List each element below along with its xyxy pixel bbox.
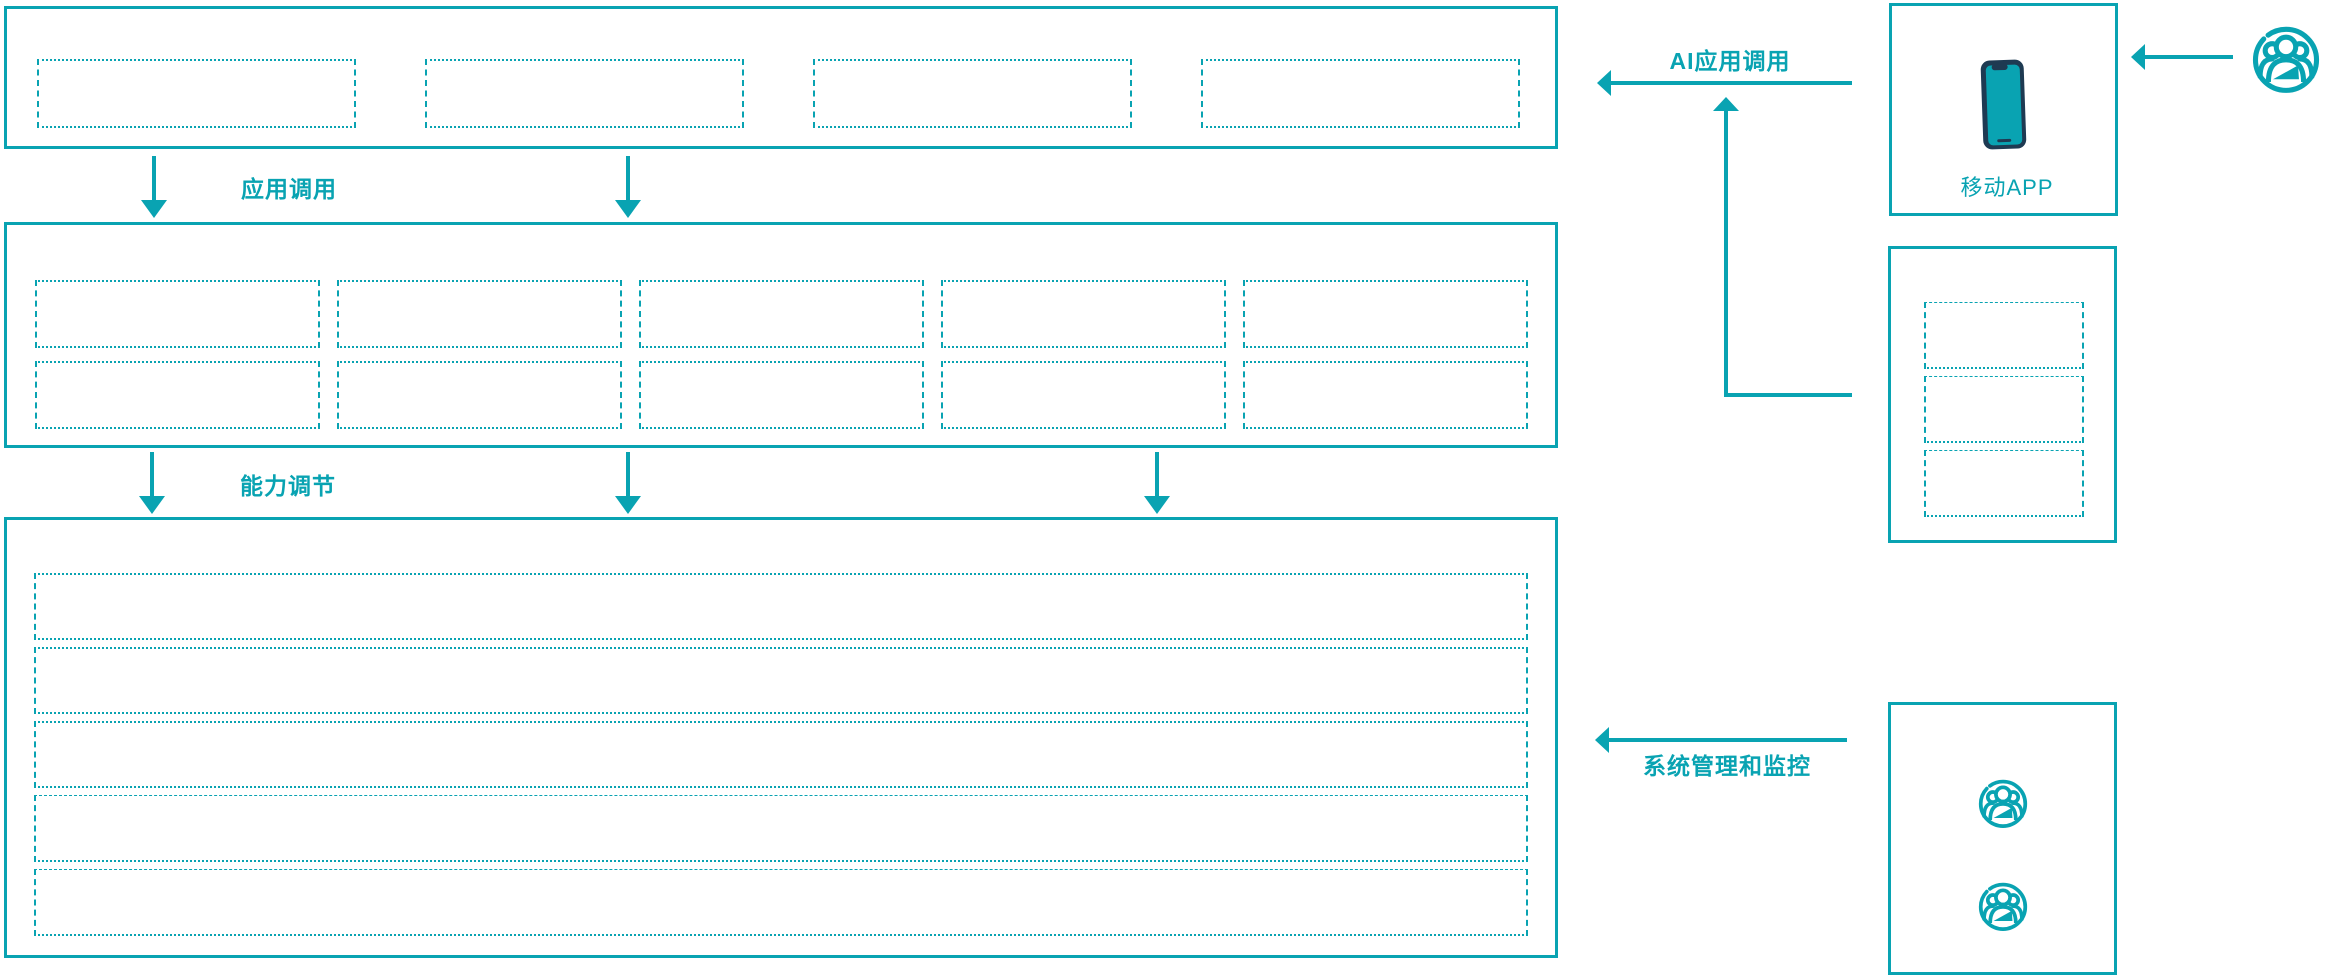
mobile-app-box: 移动APP [1889,3,2118,216]
placeholder-row [34,573,1528,640]
resource-layer-box [4,517,1558,958]
user-group-icon [1976,877,2030,939]
application-layer-box [4,6,1558,149]
smartphone-icon [1892,58,2115,157]
client-panel-cells [1924,302,2084,517]
placeholder-cell [1924,302,2084,369]
admin-panel-icons [1891,774,2114,939]
capability-layer-grid [35,280,1528,429]
placeholder-cell [337,361,622,429]
capability-row-2 [35,361,1528,429]
capability-row-1 [35,280,1528,348]
placeholder-cell [1243,280,1528,348]
placeholder-cell [1243,361,1528,429]
placeholder-cell [639,361,924,429]
placeholder-row [34,721,1528,788]
client-panel-box [1888,246,2117,543]
resource-layer-rows [34,573,1528,936]
admin-panel-box [1888,702,2117,975]
placeholder-cell [941,280,1226,348]
label-system-management: 系统管理和监控 [1643,753,1811,779]
placeholder-cell [337,280,622,348]
placeholder-cell [35,361,320,429]
placeholder-row [34,647,1528,714]
placeholder-cell [1924,376,2084,443]
placeholder-row [34,795,1528,862]
user-group-icon [2249,19,2323,102]
label-mobile-app: 移动APP [1960,175,2054,200]
placeholder-cell [425,59,744,128]
user-group-icon [1976,774,2030,836]
label-ai-app-call: AI应用调用 [1669,48,1791,74]
placeholder-cell [37,59,356,128]
application-layer-cells [37,59,1520,128]
capability-layer-box [4,222,1558,448]
placeholder-cell [813,59,1132,128]
placeholder-cell [35,280,320,348]
label-app-call: 应用调用 [241,176,337,202]
placeholder-row [34,869,1528,936]
placeholder-cell [1924,450,2084,517]
placeholder-cell [941,361,1226,429]
placeholder-cell [1201,59,1520,128]
placeholder-cell [639,280,924,348]
label-capability-tuning: 能力调节 [240,473,336,499]
